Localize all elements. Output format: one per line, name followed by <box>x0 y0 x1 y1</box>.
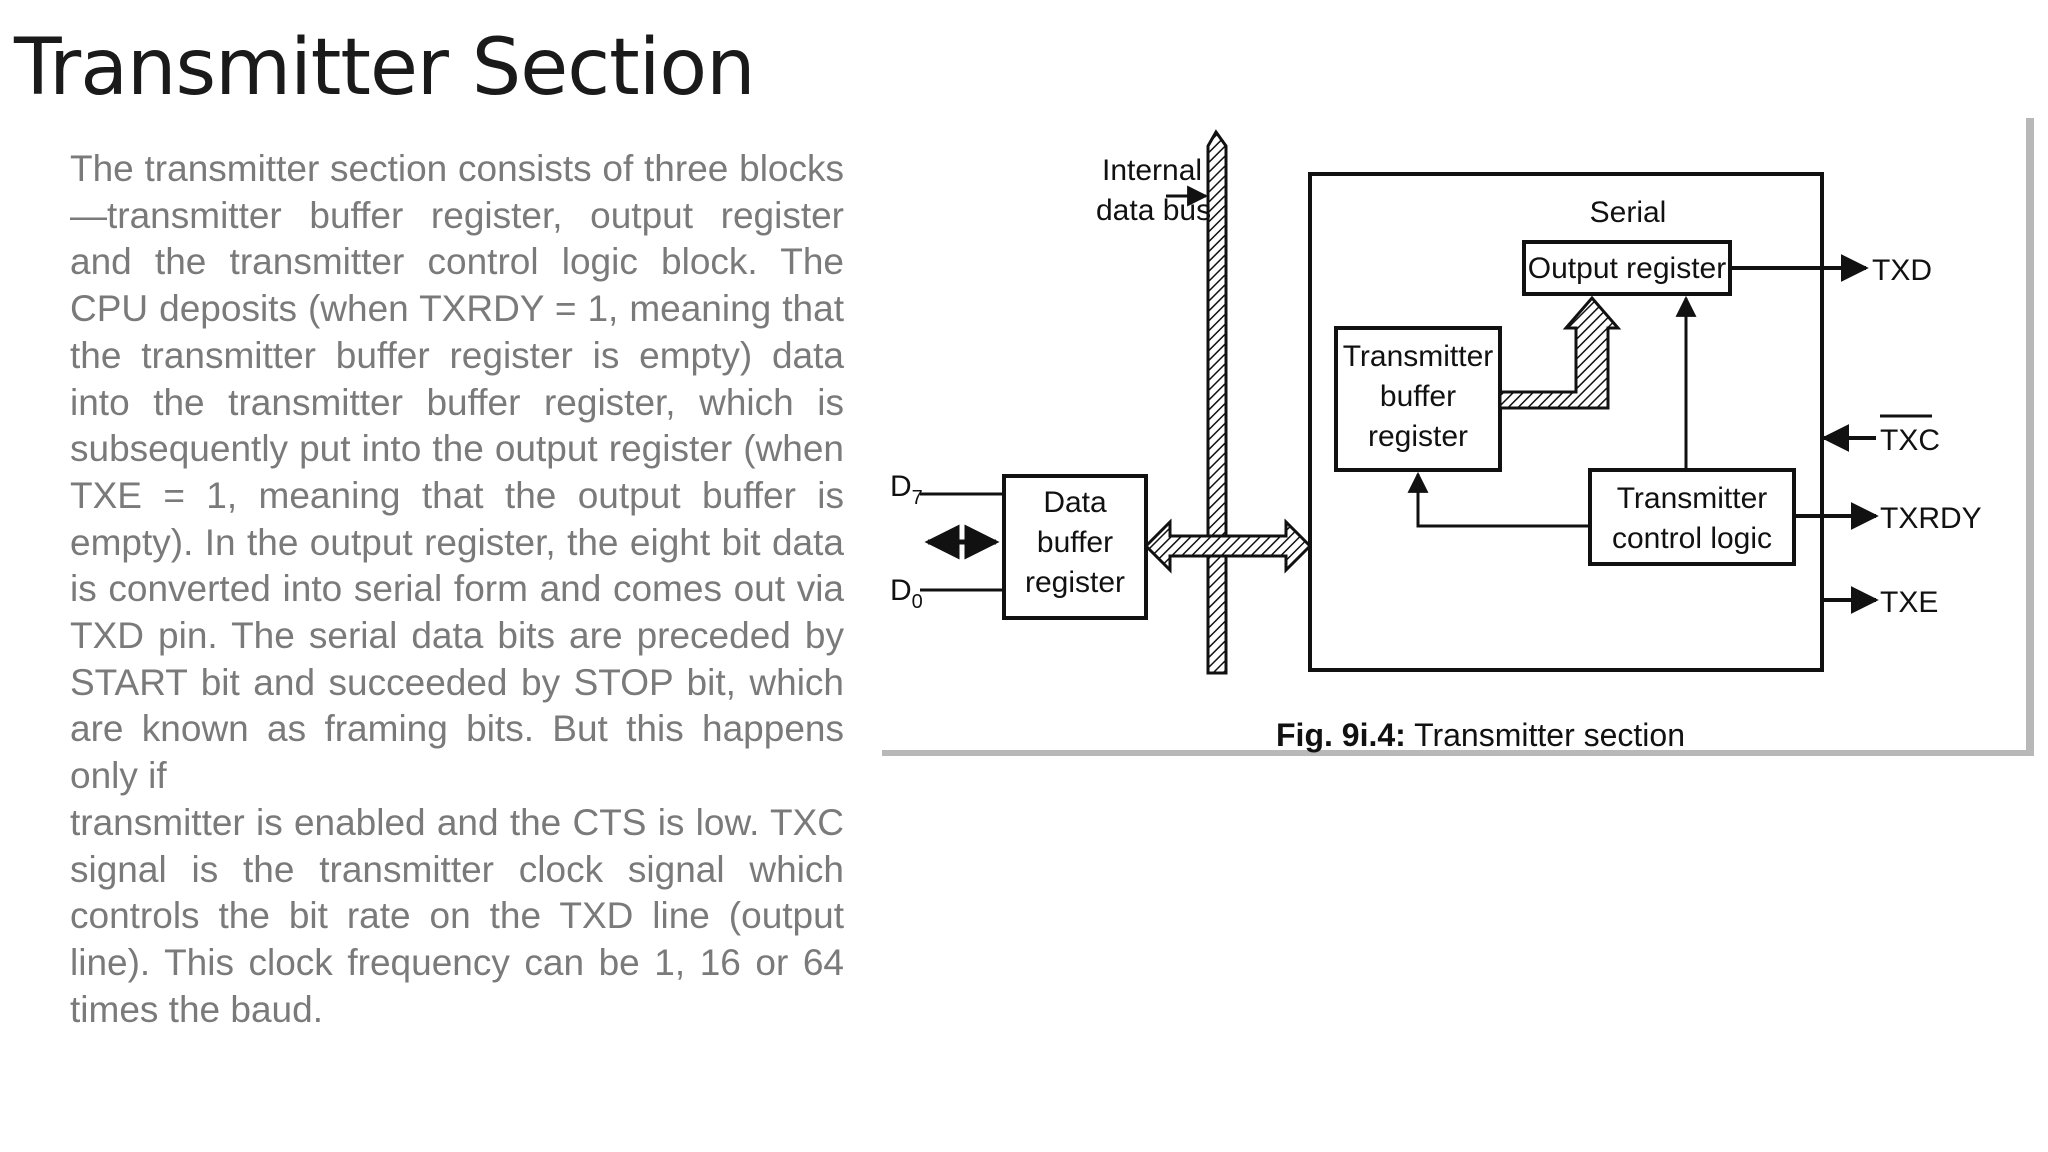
output-register-label: Output register <box>1528 252 1726 285</box>
control-logic-label-2: control logic <box>1612 522 1772 555</box>
output-register-box <box>1522 240 1732 296</box>
txe-label: TXE <box>1880 586 1938 619</box>
control-to-buffer-line <box>1407 471 1590 528</box>
tx-buffer-label-2: buffer <box>1380 380 1456 413</box>
slide-title: Transmitter Section <box>14 23 756 113</box>
txd-label: TXD <box>1872 254 1932 287</box>
txc-label: TXC <box>1880 424 1940 457</box>
control-logic-label-1: Transmitter <box>1617 482 1768 515</box>
transmitter-section-box <box>1308 172 1824 672</box>
data-buffer-label-2: buffer <box>1037 526 1113 559</box>
internal-bus-label-1: Internal <box>1102 154 1202 187</box>
serial-label: Serial <box>1590 196 1667 229</box>
buffer-to-output-bus <box>1498 295 1622 410</box>
d7-label: D7 <box>890 470 923 509</box>
data-buffer-register-box <box>1002 474 1148 620</box>
d0-label: D0 <box>890 574 923 613</box>
paragraph-1: The transmitter section consists of thre… <box>70 148 844 797</box>
data-buffer-to-section-bus <box>1143 518 1313 574</box>
body-text: The transmitter section consists of thre… <box>70 146 844 1033</box>
tx-buffer-register-box <box>1334 326 1502 472</box>
tx-buffer-label-3: register <box>1368 420 1468 453</box>
transmitter-diagram: Internal data bus Serial Output register… <box>876 118 2036 758</box>
data-buffer-label-1: Data <box>1043 486 1107 519</box>
tx-buffer-label-1: Transmitter <box>1343 340 1494 373</box>
txrdy-label: TXRDY <box>1880 502 1982 535</box>
internal-bus-label-2: data bus <box>1096 194 1211 227</box>
paragraph-2: transmitter is enabled and the CTS is lo… <box>70 801 844 1030</box>
data-buffer-label-3: register <box>1025 566 1125 599</box>
control-logic-box <box>1588 468 1796 566</box>
figure-caption: Fig. 9i.4: Transmitter section <box>1276 717 1685 753</box>
